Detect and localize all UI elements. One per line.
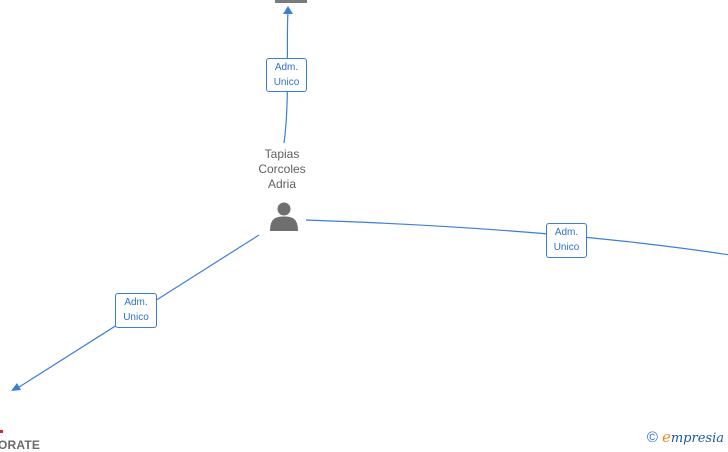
brand-logo[interactable]: empresia (662, 428, 724, 446)
footer-brand: © empresia (647, 428, 724, 446)
copyright-icon: © (646, 428, 658, 446)
arrow-head-top (283, 6, 293, 14)
edge-label-bottom-left[interactable]: Adm. Unico (115, 293, 157, 328)
brand-logo-initial: e (661, 428, 671, 446)
edge-label-role-type: Unico (123, 312, 149, 323)
person-name-line: Tapias (264, 147, 300, 161)
person-node-name[interactable]: Tapias Corcoles Adria (232, 147, 332, 192)
person-name-line: Corcoles (258, 162, 306, 176)
brand-logo-text: mpresia (670, 431, 724, 446)
edge-to-right-company (305, 219, 728, 256)
person-icon[interactable] (269, 201, 299, 236)
edge-label-role: Adm. (274, 62, 299, 73)
edge-label-role-type: Unico (273, 77, 300, 88)
edge-label-role: Adm. (554, 227, 579, 238)
company-logo-fragment (0, 430, 3, 433)
person-name-line: Adria (267, 177, 296, 191)
arrow-head-bottom-left (11, 383, 21, 391)
bottom-left-company-label[interactable]: ORATE (0, 438, 41, 452)
edge-label-role-type: Unico (553, 242, 580, 253)
top-company-icon[interactable] (275, 0, 307, 3)
edge-label-top[interactable]: Adm. Unico (266, 58, 307, 92)
edge-label-right[interactable]: Adm. Unico (546, 223, 587, 258)
edge-label-role: Adm. (124, 297, 148, 308)
